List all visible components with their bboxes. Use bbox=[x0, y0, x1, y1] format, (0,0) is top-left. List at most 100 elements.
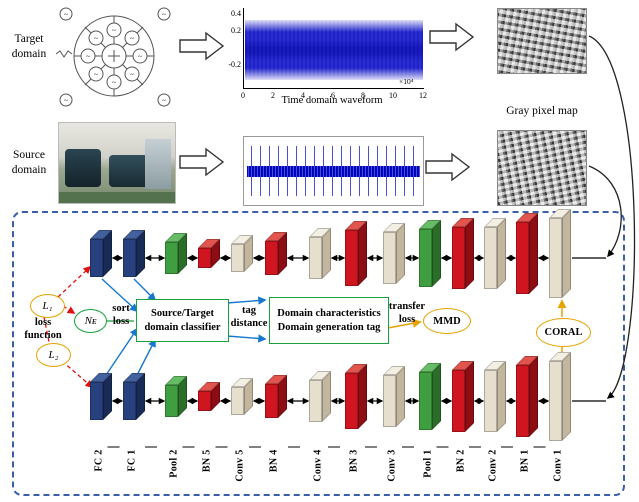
layer-label-conv-5: Conv 5 bbox=[234, 449, 246, 482]
block-sf-face bbox=[562, 209, 571, 298]
block-ff-face bbox=[309, 380, 322, 422]
layer-label-bn-4: BN 4 bbox=[268, 449, 280, 473]
block-ff-face bbox=[123, 382, 136, 420]
block-ff-face bbox=[231, 244, 244, 272]
block-sf-face bbox=[432, 363, 441, 430]
waveform-y-tick: -0.2 bbox=[228, 60, 241, 69]
waveform-x-tick: 2 bbox=[271, 91, 275, 100]
coral-oval: CORAL bbox=[536, 318, 591, 347]
block-sf-face bbox=[432, 220, 441, 287]
waveform-y-tick: 0.4 bbox=[231, 9, 241, 18]
block-sf-face bbox=[497, 218, 506, 289]
block-sf-face bbox=[529, 213, 538, 294]
layer-label-bn-1: BN 1 bbox=[519, 449, 531, 473]
motor-shape bbox=[109, 155, 149, 187]
block-sf-face bbox=[322, 371, 331, 422]
block-ff-face bbox=[419, 372, 432, 430]
waveform-x-tick: 10 bbox=[389, 91, 397, 100]
block-ff-face bbox=[549, 218, 562, 298]
layer-label-pool-2: Pool 2 bbox=[168, 449, 180, 478]
svg-text:~: ~ bbox=[112, 78, 117, 87]
block-ff-face bbox=[90, 382, 103, 420]
target-waveform-plot bbox=[245, 20, 423, 80]
tag-distance-label: tag distance bbox=[230, 305, 268, 330]
block-ff-face bbox=[345, 230, 358, 286]
layer-label-bn-3: BN 3 bbox=[348, 449, 360, 473]
svg-text:~: ~ bbox=[64, 10, 69, 19]
block-ff-face bbox=[165, 242, 178, 274]
block-sf-face bbox=[529, 356, 538, 437]
waveform-y-tick: 0.2 bbox=[231, 26, 241, 35]
waveform-x-tick: 8 bbox=[361, 91, 365, 100]
gray-pixel-map-target bbox=[497, 8, 587, 74]
svg-text:~: ~ bbox=[64, 96, 69, 105]
target-domain-circuit-image: ~~~ ~~~ ~~ ~~ ~~ bbox=[54, 4, 176, 114]
block-ff-face bbox=[419, 229, 432, 287]
block-ff-face bbox=[165, 385, 178, 417]
layer-label-conv-4: Conv 4 bbox=[312, 449, 324, 482]
block-ff-face bbox=[516, 365, 529, 437]
source-domain-photo bbox=[58, 122, 176, 204]
block-ff-face bbox=[549, 361, 562, 441]
loss-function-label: loss function bbox=[24, 317, 62, 342]
layer-label-fc-2: FC 2 bbox=[93, 449, 105, 472]
svg-text:~: ~ bbox=[162, 10, 167, 19]
waveform-y-axis bbox=[243, 8, 244, 89]
block-ff-face bbox=[345, 373, 358, 429]
l1-loss-oval: L₁ bbox=[30, 294, 65, 318]
layer-label-bn-2: BN 2 bbox=[455, 449, 467, 473]
block-ff-face bbox=[198, 391, 211, 411]
ne-oval: Nᴇ bbox=[74, 309, 107, 333]
waveform-x-tick: 4 bbox=[301, 91, 305, 100]
svg-text:~: ~ bbox=[112, 26, 117, 35]
transfer-loss-label: transfer loss bbox=[388, 301, 426, 326]
target-domain-label: Target domain bbox=[11, 33, 47, 60]
layer-label-conv-3: Conv 3 bbox=[386, 449, 398, 482]
block-sf-face bbox=[465, 361, 474, 432]
block-ff-face bbox=[383, 232, 396, 284]
block-sf-face bbox=[396, 366, 405, 427]
svg-text:~: ~ bbox=[86, 52, 91, 61]
block-sf-face bbox=[322, 228, 331, 279]
waveform-x-tick: 6 bbox=[331, 91, 335, 100]
domain-classifier-box: Source/Target domain classifier bbox=[136, 299, 229, 342]
block-sf-face bbox=[497, 361, 506, 432]
block-ff-face bbox=[309, 237, 322, 279]
block-ff-face bbox=[231, 387, 244, 415]
block-sf-face bbox=[562, 352, 571, 441]
block-ff-face bbox=[484, 227, 497, 289]
waveform-band bbox=[247, 166, 420, 177]
svg-text:~: ~ bbox=[130, 70, 135, 79]
waveform-x-scale: ×10⁴ bbox=[399, 77, 414, 86]
layer-label-conv-1: Conv 1 bbox=[552, 449, 564, 482]
domain-characteristics-box: Domain characteristics Domain generation… bbox=[269, 297, 389, 344]
block-sf-face bbox=[396, 223, 405, 284]
svg-text:~: ~ bbox=[162, 96, 167, 105]
block-ff-face bbox=[452, 227, 465, 289]
block-ff-face bbox=[265, 384, 278, 418]
layer-label-pool-1: Pool 1 bbox=[422, 449, 434, 478]
layer-label-conv-2: Conv 2 bbox=[487, 449, 499, 482]
mmd-oval: MMD bbox=[423, 308, 471, 334]
machine-shape bbox=[145, 139, 171, 189]
block-ff-face bbox=[90, 239, 103, 277]
gray-pixel-map-label: Gray pixel map bbox=[506, 105, 578, 117]
gray-pixel-map-source bbox=[497, 130, 587, 206]
motor-shape bbox=[65, 149, 101, 187]
block-ff-face bbox=[265, 241, 278, 275]
svg-text:~: ~ bbox=[94, 70, 99, 79]
source-domain-label: Source domain bbox=[11, 149, 47, 176]
block-ff-face bbox=[123, 239, 136, 277]
block-sf-face bbox=[465, 218, 474, 289]
waveform-x-axis bbox=[243, 88, 424, 89]
layer-label-fc-1: FC 1 bbox=[126, 449, 138, 472]
l2-loss-oval: L₂ bbox=[36, 343, 71, 367]
block-ff-face bbox=[516, 222, 529, 294]
svg-text:~: ~ bbox=[94, 34, 99, 43]
sort-loss-label: sort loss bbox=[112, 303, 130, 328]
layer-label-bn-5: BN 5 bbox=[201, 449, 213, 473]
block-ff-face bbox=[383, 375, 396, 427]
svg-text:~: ~ bbox=[138, 52, 143, 61]
svg-text:~: ~ bbox=[130, 34, 135, 43]
